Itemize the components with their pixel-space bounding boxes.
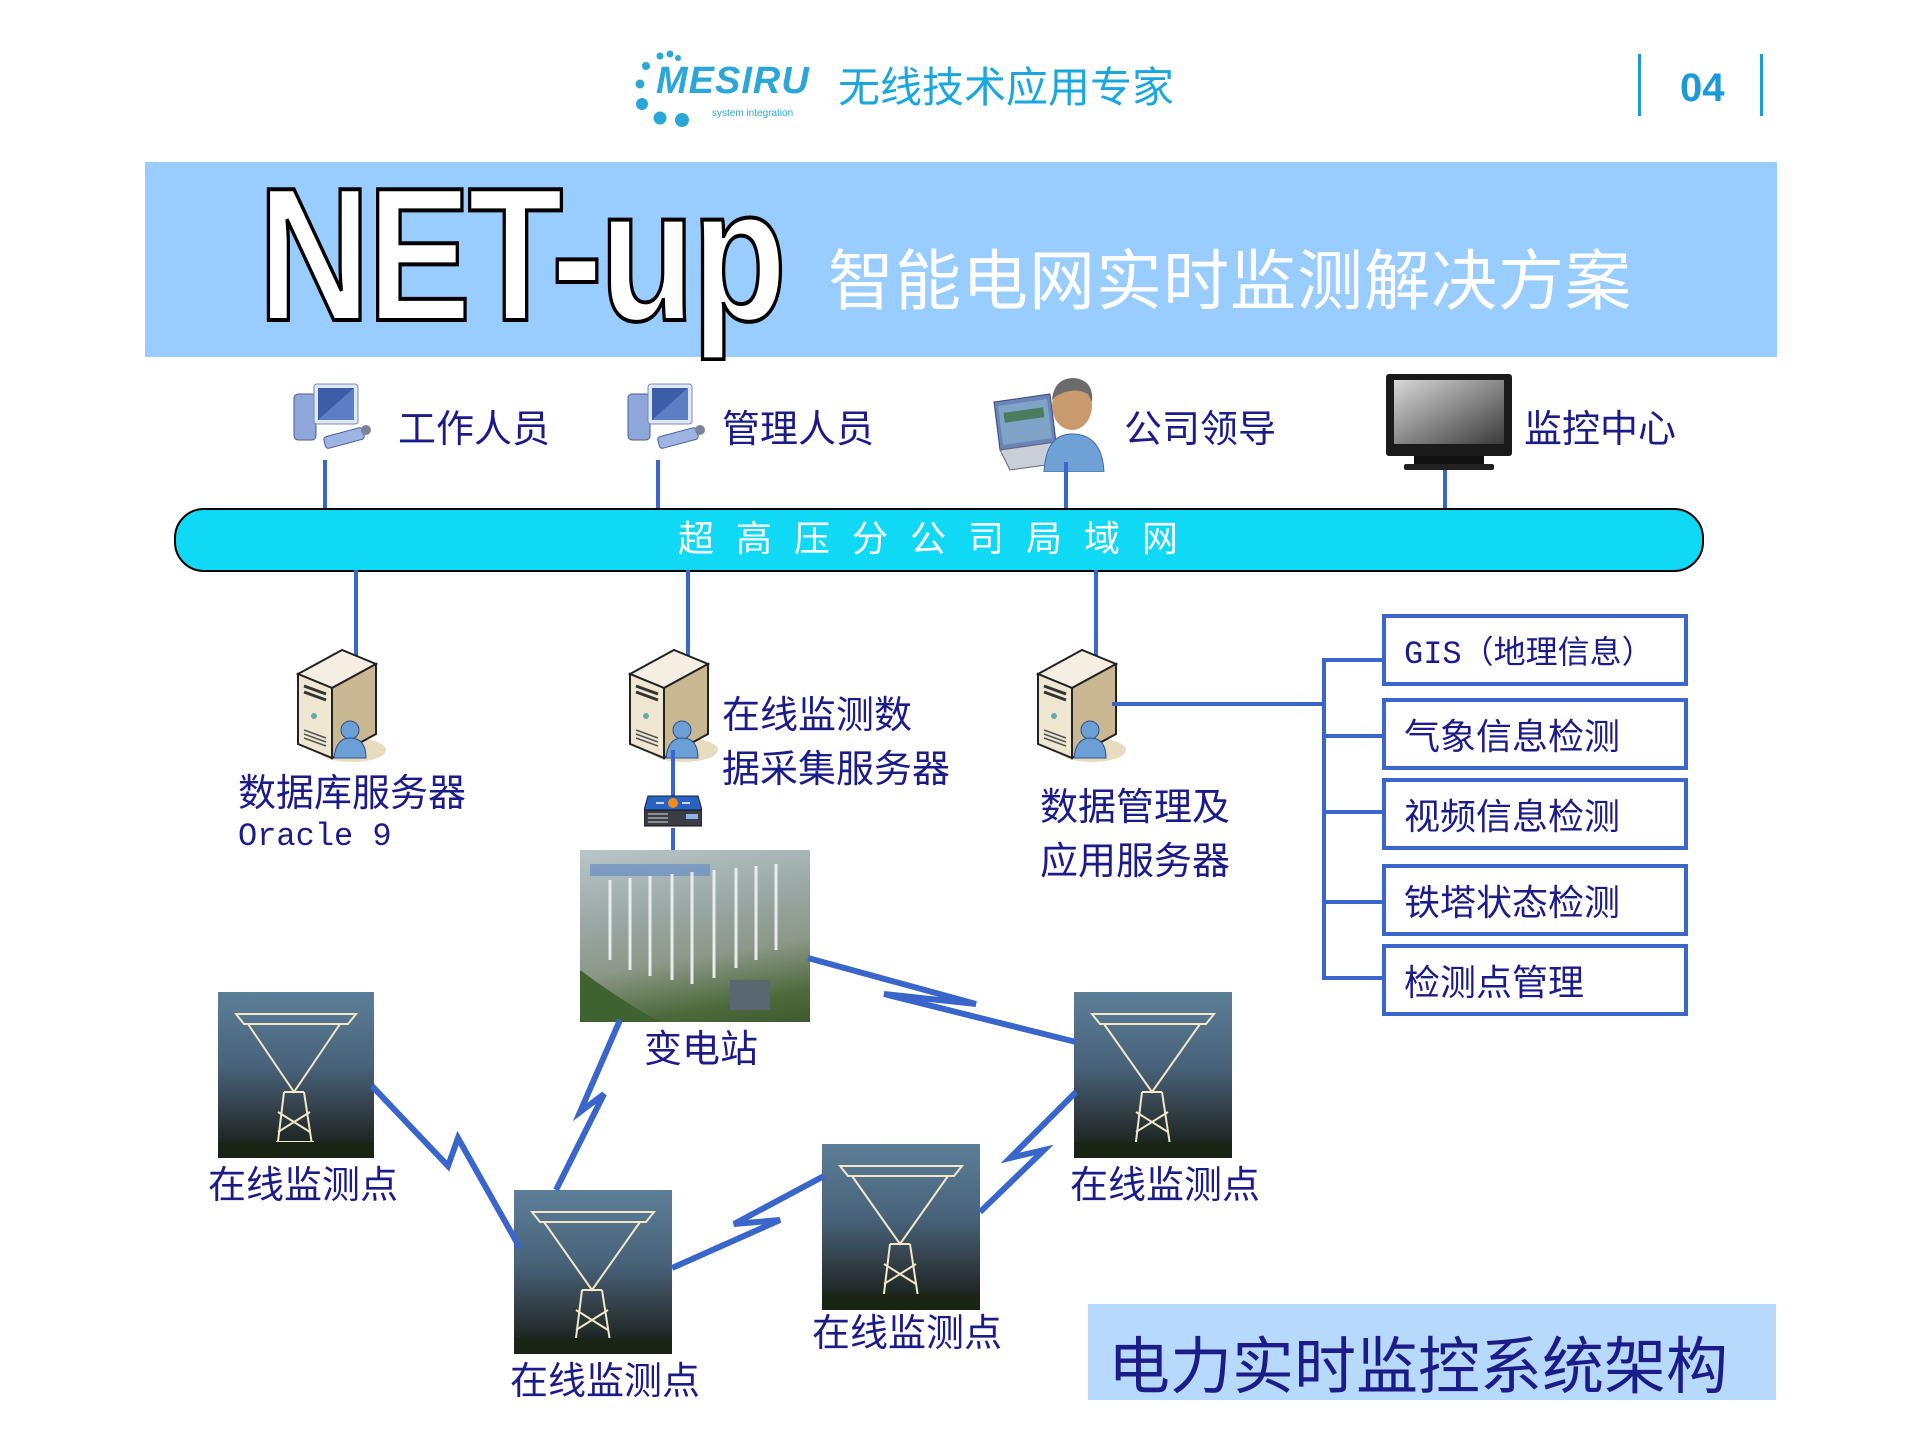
power-tower-icon (822, 1165, 980, 1310)
connector-leader-lan (1064, 462, 1068, 510)
wireless-gateway-icon (644, 795, 702, 827)
tower-photo-1 (218, 992, 374, 1158)
wireless-link-tower3-tower4 (977, 1089, 1079, 1215)
module-branch-5 (1322, 976, 1384, 980)
server-user-icon (1035, 648, 1126, 762)
desktop-computer-icon (293, 383, 371, 449)
module-branch-4 (1322, 900, 1384, 904)
footer-title: 电力实时监控系统架构 (1108, 1330, 1729, 1403)
logo-subtitle: system integration (712, 108, 794, 119)
wireless-link-substation-tower2 (553, 1018, 623, 1192)
module-point-management[interactable]: 检测点管理 (1382, 944, 1688, 1016)
module-branch-1 (1322, 658, 1384, 662)
modules-trunk (1322, 658, 1326, 980)
logo-dots-icon (635, 50, 689, 127)
module-weather-label: 气象信息检测 (1404, 717, 1621, 758)
module-gis-label: GIS（地理信息） (1404, 636, 1654, 673)
app-server-label-line2: 应用服务器 (1040, 839, 1231, 883)
monitor-point-label-4: 在线监测点 (1070, 1163, 1261, 1207)
wireless-link-tower1-tower2 (369, 1083, 523, 1250)
module-gis[interactable]: GIS（地理信息） (1382, 614, 1688, 686)
client-label-leader: 公司领导 (1124, 407, 1277, 451)
connector-app-server-modules (1112, 702, 1324, 706)
module-tower-status-label: 铁塔状态检测 (1404, 883, 1621, 924)
collect-server-label-line2: 据采集服务器 (722, 747, 951, 791)
desktop-computer-icon (627, 383, 705, 449)
module-branch-3 (1322, 810, 1384, 814)
slogan: 无线技术应用专家 (838, 63, 1175, 112)
monitor-tv-icon (1386, 374, 1512, 470)
page-number-left-bar (1638, 54, 1641, 116)
client-label-worker: 工作人员 (398, 407, 551, 451)
page-number-right-bar (1760, 54, 1763, 116)
server-user-icon (627, 648, 718, 762)
connector-collect-gateway (671, 750, 675, 796)
module-video[interactable]: 视频信息检测 (1382, 778, 1688, 850)
lan-label: 超高压分公司局域网 (677, 519, 1200, 560)
module-weather[interactable]: 气象信息检测 (1382, 698, 1688, 770)
power-tower-icon (218, 1013, 374, 1158)
connector-manager-lan (656, 460, 660, 510)
wireless-link-substation-tower4 (807, 955, 1077, 1045)
connector-monitor-lan (1443, 470, 1447, 510)
power-tower-icon (514, 1211, 672, 1354)
power-tower-icon (1074, 1013, 1232, 1158)
module-video-label: 视频信息检测 (1404, 797, 1621, 838)
substation-photo (580, 850, 810, 1022)
connector-gateway-substation (671, 828, 675, 852)
connector-lan-collect-server (686, 570, 690, 658)
footer-title-box (1088, 1304, 1776, 1400)
module-tower-status[interactable]: 铁塔状态检测 (1382, 864, 1688, 936)
module-point-management-label: 检测点管理 (1404, 963, 1585, 1004)
wireless-link-tower2-tower3 (670, 1173, 826, 1271)
collect-server-label-line1: 在线监测数 (722, 693, 913, 737)
logo: MESIRU system integration (632, 48, 817, 132)
connector-lan-db-server (354, 570, 358, 658)
logo-wordmark: MESIRU (656, 60, 810, 102)
tower-photo-3 (822, 1144, 980, 1310)
server-user-icon (295, 648, 386, 762)
tower-photo-2 (514, 1190, 672, 1354)
lan-bus: 超高压分公司局域网 (174, 508, 1704, 572)
monitor-point-label-1: 在线监测点 (208, 1163, 399, 1207)
substation-illustration (580, 864, 778, 1022)
product-title: NET-up (256, 149, 788, 361)
db-server-version: Oracle 9 (238, 818, 392, 855)
client-label-monitor-center: 监控中心 (1524, 407, 1677, 451)
connector-worker-lan (323, 460, 327, 510)
module-branch-2 (1322, 734, 1384, 738)
tower-photo-4 (1074, 992, 1232, 1158)
monitor-point-label-3: 在线监测点 (812, 1311, 1003, 1355)
title-banner (145, 162, 1777, 357)
connector-lan-app-server (1094, 570, 1098, 670)
banner-subtitle: 智能电网实时监测解决方案 (828, 243, 1632, 320)
substation-label: 变电站 (644, 1027, 759, 1071)
client-label-manager: 管理人员 (722, 407, 875, 451)
page-number: 04 (1680, 66, 1725, 110)
db-server-label: 数据库服务器 (238, 771, 467, 815)
laptop-user-icon (993, 378, 1105, 472)
app-server-label-line1: 数据管理及 (1040, 785, 1231, 829)
monitor-point-label-2: 在线监测点 (510, 1359, 701, 1403)
